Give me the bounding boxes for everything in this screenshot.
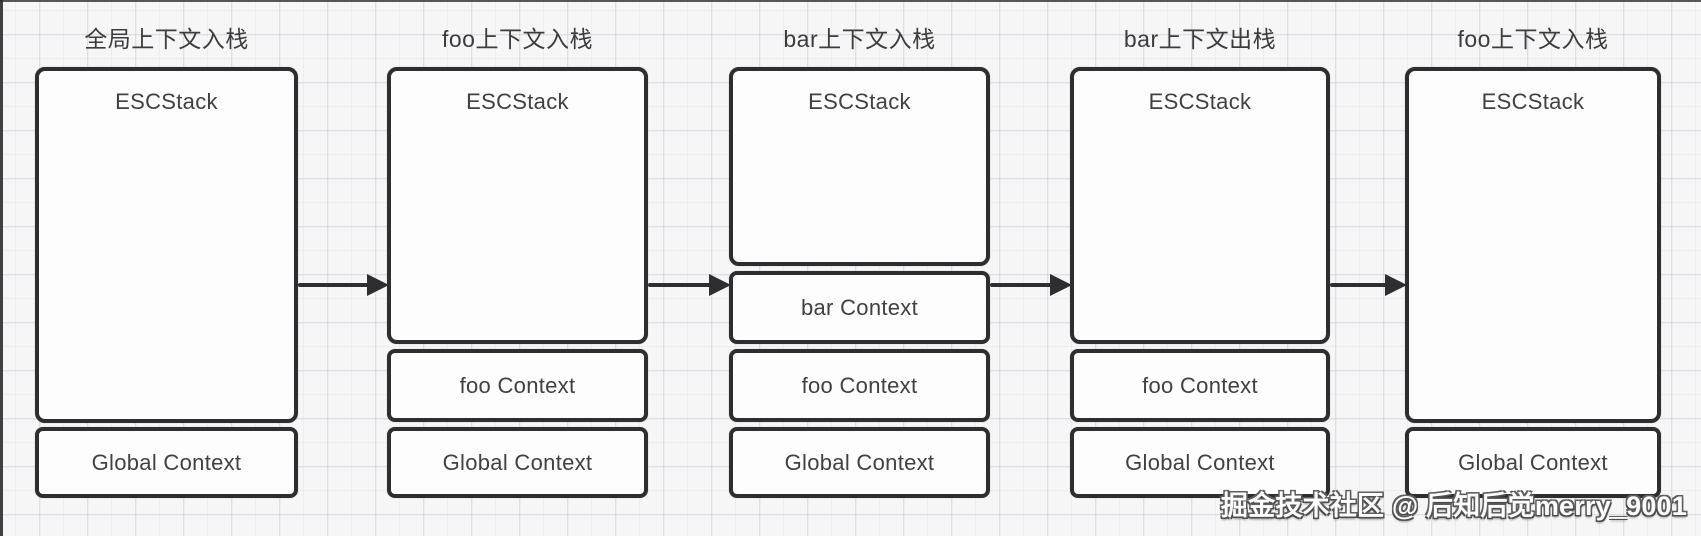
esc-stack-box: ESCStack <box>1070 67 1330 344</box>
flow-arrow-icon <box>990 273 1072 297</box>
panel-title: 全局上下文入栈 <box>84 26 249 52</box>
context-box-foo: foo Context <box>1070 349 1330 422</box>
flow-arrow-icon <box>648 273 731 297</box>
panel-title: foo上下文入栈 <box>1457 26 1609 52</box>
esc-stack-label: ESCStack <box>1481 89 1585 114</box>
esc-stack-box: ESCStack <box>35 67 298 423</box>
arrow-shaft <box>1330 283 1389 287</box>
watermark-text: 掘金技术社区 @ 后知后觉merry_9001 <box>1220 491 1687 521</box>
stack-panel-foo-pop: foo上下文入栈 ESCStack Global Context <box>1405 0 1661 536</box>
flow-arrow-icon <box>298 273 389 297</box>
arrow-shaft <box>648 283 713 287</box>
esc-stack-label: ESCStack <box>115 89 218 114</box>
esc-stack-box: ESCStack <box>387 67 648 344</box>
context-box-foo: foo Context <box>729 349 990 422</box>
esc-stack-label: ESCStack <box>466 89 569 114</box>
context-box-global: Global Context <box>387 427 648 498</box>
esc-stack-box: ESCStack <box>729 67 990 266</box>
panel-title: bar上下文入栈 <box>783 26 936 52</box>
flow-arrow-icon <box>1330 273 1407 297</box>
esc-stack-label: ESCStack <box>808 89 911 114</box>
stack-panel-global-push: 全局上下文入栈 ESCStack Global Context <box>35 0 298 536</box>
context-box-global: Global Context <box>35 427 298 498</box>
context-box-bar: bar Context <box>729 271 990 344</box>
arrow-shaft <box>990 283 1054 287</box>
panel-title: foo上下文入栈 <box>442 26 593 52</box>
arrow-head <box>1050 274 1072 296</box>
left-border-line <box>0 0 3 536</box>
arrow-head <box>1385 274 1407 296</box>
arrow-head <box>367 274 389 296</box>
arrow-shaft <box>298 283 371 287</box>
stack-panel-foo-push: foo上下文入栈 ESCStack foo Context Global Con… <box>387 0 648 536</box>
arrow-head <box>709 274 731 296</box>
panel-title: bar上下文出栈 <box>1123 26 1277 52</box>
esc-stack-box: ESCStack <box>1405 67 1661 423</box>
stack-panel-bar-push: bar上下文入栈 ESCStack bar Context foo Contex… <box>729 0 990 536</box>
context-box-foo: foo Context <box>387 349 648 422</box>
esc-stack-label: ESCStack <box>1148 89 1252 114</box>
stack-panel-bar-pop: bar上下文出栈 ESCStack foo Context Global Con… <box>1070 0 1330 536</box>
context-box-global: Global Context <box>729 427 990 498</box>
context-box-global: Global Context <box>1405 427 1661 498</box>
context-box-global: Global Context <box>1070 427 1330 498</box>
top-border-line <box>0 0 1701 2</box>
